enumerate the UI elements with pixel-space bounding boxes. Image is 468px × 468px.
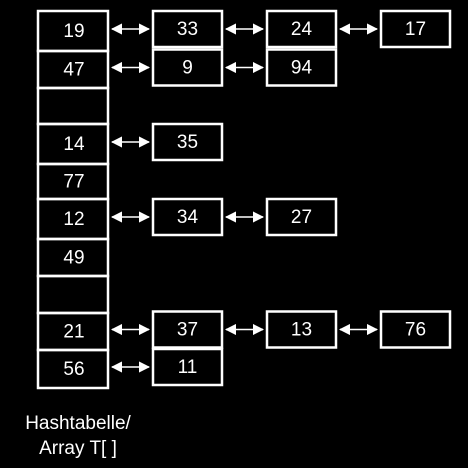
chain-node-box bbox=[379, 310, 452, 349]
chain-node-box bbox=[151, 310, 224, 349]
chain-node: 37 bbox=[151, 310, 224, 349]
collision-chains: 33 24 17 9 94 35 34 27 37 13 76 11 bbox=[110, 9, 452, 387]
chain-node: 13 bbox=[265, 310, 338, 349]
chain-node: 11 bbox=[151, 347, 224, 387]
chain-node: 76 bbox=[379, 310, 452, 349]
array-slot-key: 14 bbox=[63, 134, 85, 155]
chain-node-value: 33 bbox=[177, 19, 198, 40]
chain-node: 35 bbox=[151, 122, 224, 162]
chain-node-box bbox=[265, 48, 338, 87]
chain-node: 33 bbox=[151, 9, 224, 49]
chain-node: 94 bbox=[265, 48, 338, 87]
chain-node-box bbox=[151, 9, 224, 49]
chain-node-value: 34 bbox=[177, 207, 199, 228]
chain-node-box bbox=[265, 197, 338, 237]
chain-node-box bbox=[265, 9, 338, 49]
caption-line-1: Hashtabelle/ bbox=[25, 413, 131, 434]
chain-node: 24 bbox=[265, 9, 338, 49]
chain-node-box bbox=[151, 122, 224, 162]
array-slot-box bbox=[36, 274, 110, 315]
array-slot-key: 47 bbox=[63, 60, 84, 81]
array-slot-key: 77 bbox=[63, 172, 84, 193]
array-slot-key: 12 bbox=[63, 209, 84, 230]
array-slot-box bbox=[36, 348, 110, 390]
chain-node-value: 9 bbox=[182, 58, 193, 79]
array-slot: 19 bbox=[36, 9, 110, 53]
array-slot: 56 bbox=[36, 348, 110, 390]
chain-node: 9 bbox=[151, 48, 224, 87]
chain-node-value: 24 bbox=[291, 19, 313, 40]
chain-node-value: 76 bbox=[405, 320, 426, 341]
chain-node-value: 37 bbox=[177, 320, 198, 341]
chain-node-box bbox=[265, 310, 338, 349]
array-slot-box bbox=[36, 86, 110, 126]
chain-node: 17 bbox=[379, 9, 452, 49]
chain-node-value: 17 bbox=[405, 19, 426, 40]
array-slot-key: 19 bbox=[63, 21, 84, 42]
chain-node-box bbox=[379, 9, 452, 49]
array-slot-key: 49 bbox=[63, 248, 84, 269]
caption-line-2: Array T[ ] bbox=[39, 438, 117, 459]
array-slot-key: 21 bbox=[63, 322, 84, 343]
chain-node-value: 35 bbox=[177, 132, 198, 153]
chain-node-box bbox=[151, 347, 224, 387]
array-slot: 12 bbox=[36, 197, 110, 241]
chain-node: 34 bbox=[151, 197, 224, 237]
chain-node-value: 13 bbox=[291, 320, 312, 341]
array-slot: 14 bbox=[36, 122, 110, 166]
array-slot bbox=[36, 86, 110, 126]
array-slot bbox=[36, 274, 110, 315]
chain-node-value: 94 bbox=[291, 58, 313, 79]
array-slot: 47 bbox=[36, 49, 110, 90]
hash-array: 19 47 14 77 12 49 21 56 bbox=[36, 9, 110, 390]
array-slot: 21 bbox=[36, 311, 110, 352]
chain-node-box bbox=[151, 48, 224, 87]
array-slot: 77 bbox=[36, 162, 110, 201]
chain-node-value: 27 bbox=[291, 207, 312, 228]
array-slot-key: 56 bbox=[63, 359, 84, 380]
chain-node-value: 11 bbox=[178, 357, 198, 378]
chain-node: 27 bbox=[265, 197, 338, 237]
array-slot: 49 bbox=[36, 237, 110, 278]
chain-node-box bbox=[151, 197, 224, 237]
array-caption: Hashtabelle/ Array T[ ] bbox=[8, 411, 148, 461]
